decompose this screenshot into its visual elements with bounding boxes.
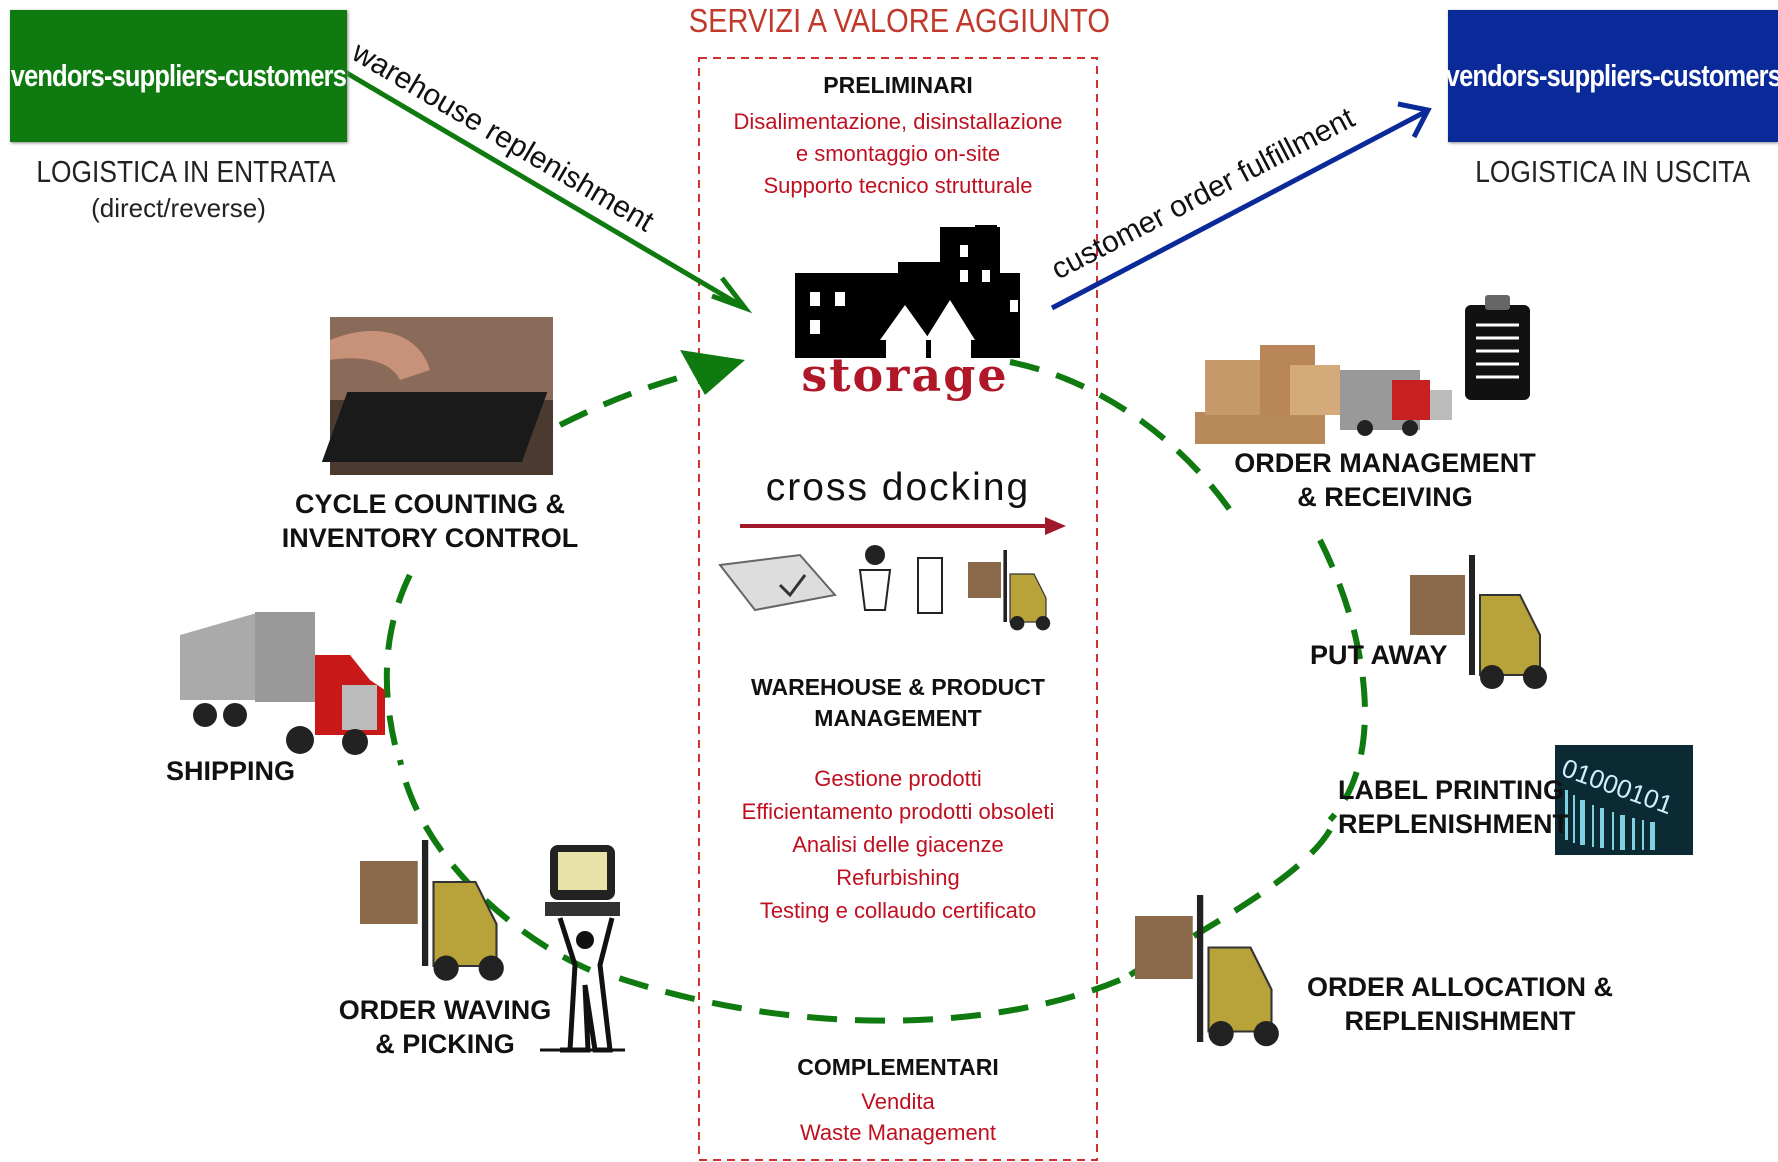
list-item: Vendita: [861, 1089, 935, 1114]
barcode-photo-icon: 01000101: [1555, 745, 1693, 855]
list-item: Testing e collaudo certificato: [759, 898, 1037, 923]
activity-cycle-counting: CYCLE COUNTING & INVENTORY CONTROL: [281, 489, 579, 553]
inbound-vendors-box: vendors-suppliers-customers: [10, 10, 347, 142]
outbound-arrow: [1050, 109, 1427, 311]
keyboard-photo-icon: [321, 317, 553, 475]
semi-truck-icon: [180, 612, 385, 755]
inbound-arrow: [343, 69, 742, 308]
forklift-icon: [1135, 895, 1279, 1047]
list-item: Supporto tecnico strutturale: [763, 173, 1033, 198]
center-panel-border: [698, 57, 1098, 1161]
complementari-list: Vendita Waste Management: [700, 1086, 1096, 1148]
forklift-icon: [968, 550, 1051, 631]
preliminari-heading: PRELIMINARI: [823, 72, 973, 98]
activity-label-printing: LABEL PRINTING REPLENISHMENT: [1338, 775, 1570, 839]
list-item: e smontaggio on-site: [795, 141, 1001, 166]
activity-order-allocation: ORDER ALLOCATION & REPLENISHMENT: [1307, 972, 1613, 1036]
activity-put-away: PUT AWAY: [1310, 640, 1448, 670]
clipboard-icon: [1465, 295, 1530, 400]
forklift-icon: [360, 840, 504, 981]
list-item: Refurbishing: [836, 865, 960, 890]
center-panel-title: SERVIZI A VALORE AGGIUNTO: [688, 2, 1110, 39]
inbound-arrow-label: warehouse replenishment: [346, 35, 660, 239]
inbound-caption: LOGISTICA IN ENTRATA: [36, 154, 336, 189]
preliminari-list: Disalimentazione, disinstallazione e smo…: [700, 106, 1096, 202]
storage-label: storage: [801, 348, 1009, 402]
complementari-heading: COMPLEMENTARI: [797, 1054, 999, 1080]
warehouse-heading: WAREHOUSE & PRODUCT MANAGEMENT: [751, 674, 1045, 731]
cross-docking-label: cross docking: [765, 466, 1031, 509]
list-item: Gestione prodotti: [814, 766, 982, 791]
inbound-subcaption: (direct/reverse): [91, 193, 266, 223]
forklift-icon: [1410, 555, 1547, 689]
city-skyline-icon: [795, 225, 1020, 360]
clipboard-icon: [718, 553, 837, 612]
cycle-arrowhead: [680, 350, 745, 395]
boxes-truck-icon: [1195, 345, 1452, 444]
inspector-icon: [858, 545, 943, 614]
person-lifting-computer-icon: [540, 845, 625, 1053]
activity-shipping: SHIPPING: [166, 756, 296, 786]
list-item: Disalimentazione, disinstallazione: [733, 109, 1063, 134]
activity-order-management: ORDER MANAGEMENT & RECEIVING: [1234, 448, 1536, 512]
outbound-vendors-box: vendors-suppliers-customers: [1445, 10, 1778, 142]
list-item: Waste Management: [799, 1120, 997, 1145]
outbound-caption: LOGISTICA IN USCITA: [1475, 154, 1751, 189]
list-item: Analisi delle giacenze: [792, 832, 1004, 857]
list-item: Efficientamento prodotti obsoleti: [741, 799, 1055, 824]
activity-order-waving: ORDER WAVING & PICKING: [338, 995, 552, 1059]
warehouse-list: Gestione prodotti Efficientamento prodot…: [700, 762, 1096, 927]
